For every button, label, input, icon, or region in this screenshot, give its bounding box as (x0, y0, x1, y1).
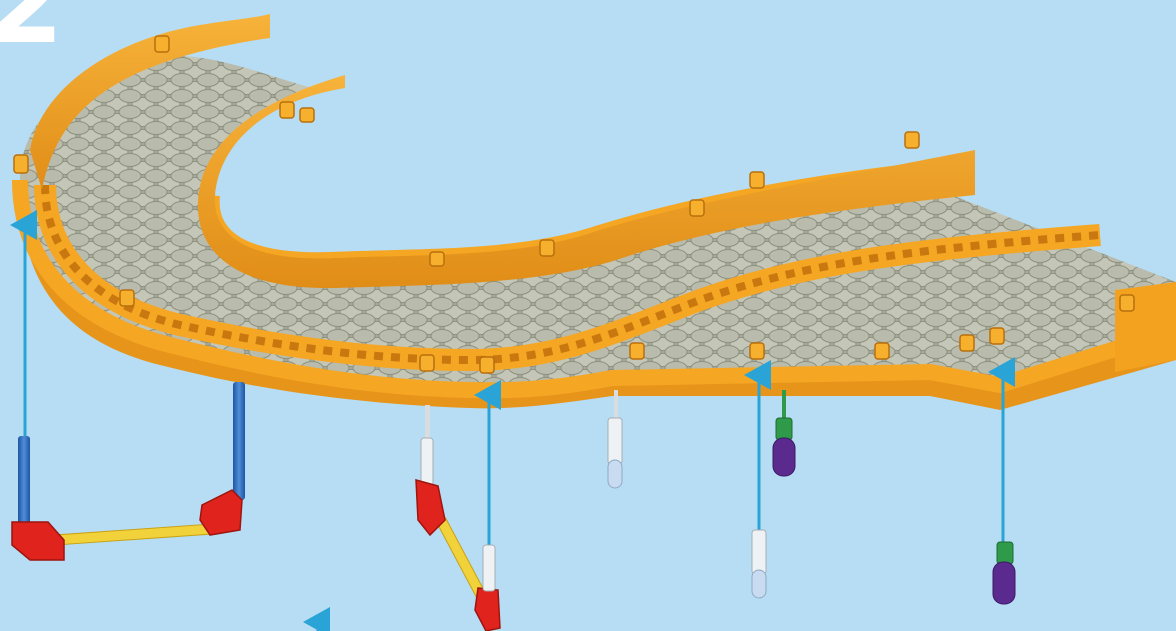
stud (875, 343, 889, 359)
stud (120, 290, 134, 306)
white-peg (421, 438, 433, 486)
green-peg (997, 542, 1013, 564)
white-peg (608, 418, 622, 464)
stud (540, 240, 554, 256)
white-peg (752, 530, 766, 574)
stud (1120, 295, 1134, 311)
red-connector (12, 522, 64, 560)
stud (960, 335, 974, 351)
stud (14, 155, 28, 173)
stud (480, 357, 494, 373)
green-peg (776, 418, 792, 440)
stud (630, 343, 644, 359)
clear-peg (752, 570, 766, 598)
white-peg (483, 545, 495, 591)
purple-peg (773, 438, 795, 476)
left-support-assembly (12, 382, 245, 560)
peg-set (608, 390, 1015, 604)
stud (300, 108, 314, 122)
yellow-rod (55, 524, 220, 545)
blue-rod (18, 436, 30, 528)
stud (155, 36, 169, 52)
stud (990, 328, 1004, 344)
purple-peg (993, 562, 1015, 604)
stud (690, 200, 704, 216)
stud (750, 172, 764, 188)
stud (905, 132, 919, 148)
stud (420, 355, 434, 371)
stud (750, 343, 764, 359)
middle-support-assembly (416, 405, 500, 631)
red-connector (200, 490, 242, 535)
clear-peg (608, 460, 622, 488)
stud (430, 252, 444, 266)
stud (280, 102, 294, 118)
red-connector (475, 588, 500, 631)
blue-rod (233, 382, 245, 500)
curved-track-piece (20, 14, 1176, 410)
